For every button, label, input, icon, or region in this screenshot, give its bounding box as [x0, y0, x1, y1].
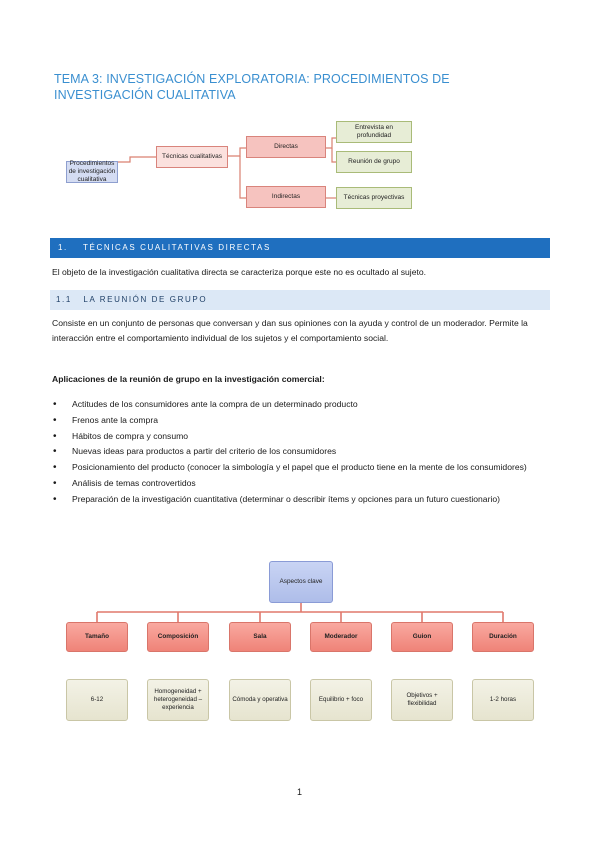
list-item: Posicionamiento del producto (conocer la…	[52, 460, 552, 475]
aspect-value: Homogeneidad + heterogeneidad – experien…	[147, 679, 209, 721]
indirect-node: Indirectas	[246, 186, 326, 208]
aspect-category: Tamaño	[66, 622, 128, 652]
section-title: TÉCNICAS CUALITATIVAS DIRECTAS	[83, 243, 271, 252]
aspect-category: Moderador	[310, 622, 372, 652]
leaf-projective: Técnicas proyectivas	[336, 187, 412, 209]
leaf-interview: Entrevista en profundidad	[336, 121, 412, 143]
list-item: Frenos ante la compra	[52, 413, 552, 428]
list-item: Hábitos de compra y consumo	[52, 429, 552, 444]
root-node: Procedimientos de investigación cualitat…	[66, 160, 118, 183]
techniques-diagram: Procedimientos de investigación cualitat…	[60, 118, 430, 218]
aspect-category: Composición	[147, 622, 209, 652]
aspect-category: Guion	[391, 622, 453, 652]
list-item: Actitudes de los consumidores ante la co…	[52, 397, 552, 412]
subsection-title: LA REUNIÓN DE GRUPO	[83, 295, 208, 304]
diagram-connectors	[116, 137, 336, 199]
aspect-value: Objetivos + flexibilidad	[391, 679, 453, 721]
leaf-group-meeting: Reunión de grupo	[336, 151, 412, 173]
applications-list: Actitudes de los consumidores ante la co…	[52, 397, 552, 508]
subsection-number: 1.1	[56, 295, 72, 304]
intro-paragraph: El objeto de la investigación cualitativ…	[52, 267, 427, 277]
aspect-value: Equilibrio + foco	[310, 679, 372, 721]
applications-heading: Aplicaciones de la reunión de grupo en l…	[52, 374, 325, 384]
techniques-node: Técnicas cualitativas	[156, 146, 228, 168]
section-number: 1.	[58, 243, 68, 252]
aspects-root: Aspectos clave	[269, 561, 333, 603]
page-number: 1	[296, 787, 302, 797]
list-item: Preparación de la investigación cuantita…	[52, 492, 552, 507]
definition-paragraph: Consiste en un conjunto de personas que …	[52, 318, 528, 343]
aspect-value: 1-2 horas	[472, 679, 534, 721]
key-aspects-diagram: Aspectos clave Tamaño Composición Sala M…	[60, 555, 540, 725]
list-item: Nuevas ideas para productos a partir del…	[52, 444, 552, 459]
aspect-value: Cómoda y operativa	[229, 679, 291, 721]
subsection-heading: 1.1 LA REUNIÓN DE GRUPO	[50, 290, 550, 310]
aspect-category: Duración	[472, 622, 534, 652]
aspect-category: Sala	[229, 622, 291, 652]
key-aspects-connectors	[96, 603, 504, 622]
document-title: TEMA 3: INVESTIGACIÓN EXPLORATORIA: PROC…	[54, 72, 450, 102]
list-item: Análisis de temas controvertidos	[52, 476, 552, 491]
aspect-value: 6-12	[66, 679, 128, 721]
direct-node: Directas	[246, 136, 326, 158]
section-heading: 1. TÉCNICAS CUALITATIVAS DIRECTAS	[50, 238, 550, 258]
